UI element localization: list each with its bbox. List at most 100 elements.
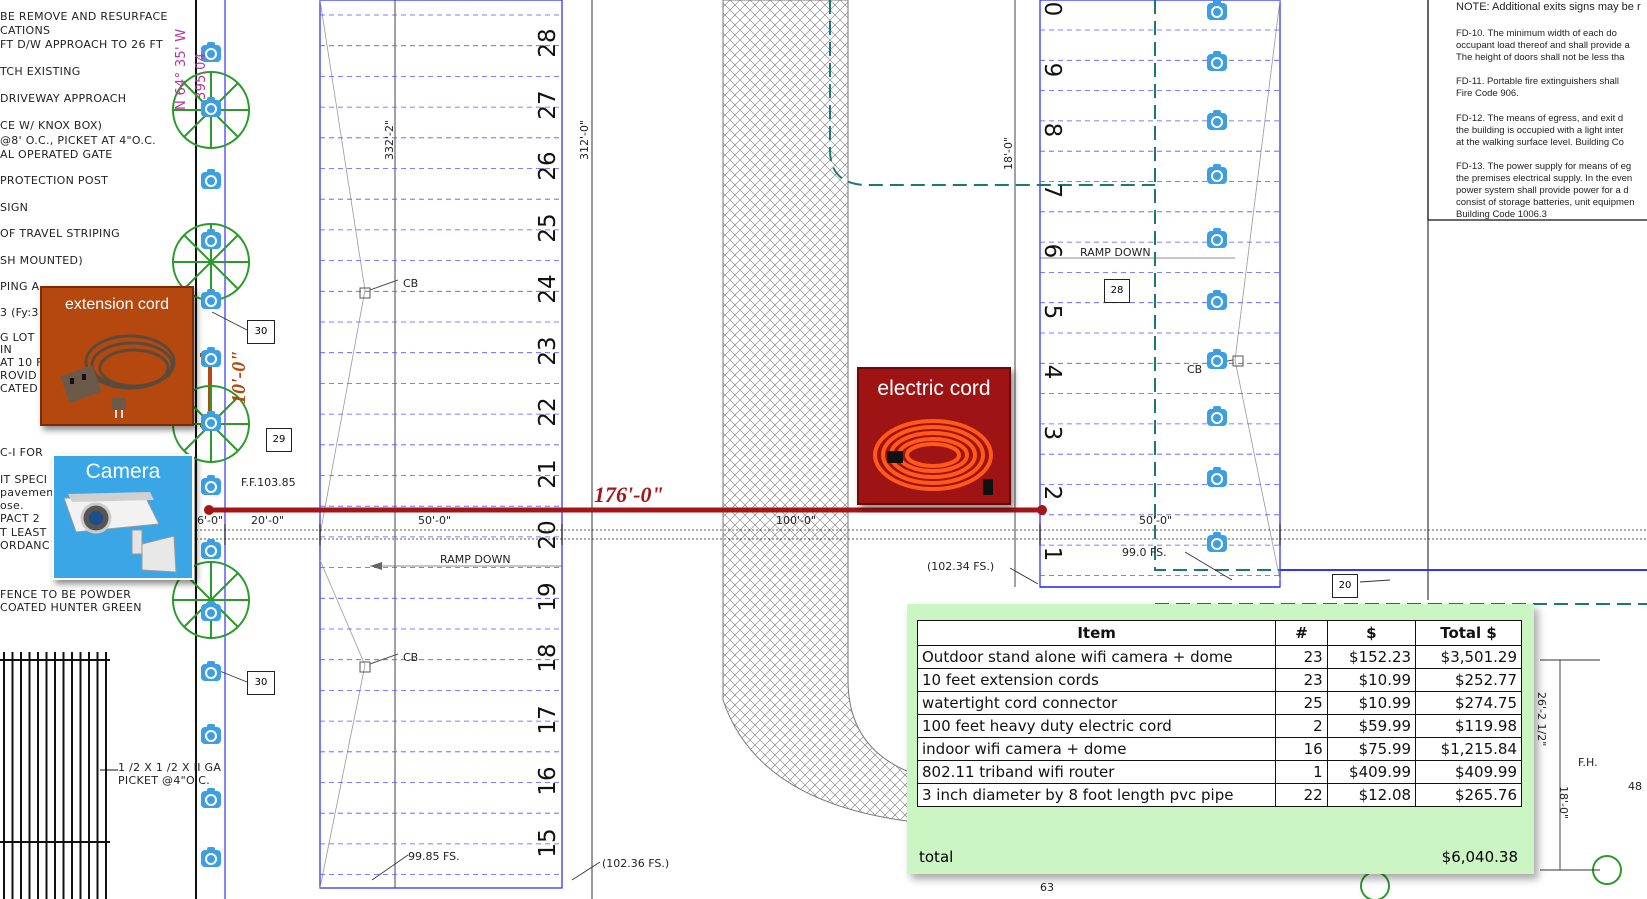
camera-marker-icon[interactable] (1207, 228, 1227, 248)
left-note: FT D/W APPROACH TO 26 FT (0, 38, 163, 51)
camera-marker-icon[interactable] (1207, 110, 1227, 130)
left-note: ORDANC (0, 539, 50, 552)
right-note: Building Code 1006.3 (1456, 209, 1547, 220)
camera-marker-icon[interactable] (1207, 406, 1227, 426)
left-note: OF TRAVEL STRIPING (0, 227, 120, 240)
stall-number-left: 27 (535, 89, 561, 120)
camera-marker-icon[interactable] (1207, 290, 1227, 310)
camera-marker-icon[interactable] (201, 97, 221, 117)
stall-number-right: 5 (1039, 304, 1065, 319)
bearing-distance: 395.04 (194, 52, 209, 100)
price-cell: $75.99 (1326, 737, 1417, 761)
cost-table-header: Item # $ Total $ (916, 620, 1522, 646)
camera-marker-icon[interactable] (1207, 467, 1227, 487)
camera-marker-icon[interactable] (201, 289, 221, 309)
stall-number-right: 2 (1039, 485, 1065, 501)
stall-number-left: 16 (535, 766, 561, 796)
fs-102-34: (102.34 FS.) (927, 560, 995, 573)
camera-marker-icon[interactable] (201, 539, 221, 559)
camera-marker-icon[interactable] (1207, 51, 1227, 71)
box-20: 20 (1332, 574, 1358, 598)
camera-marker-icon[interactable] (201, 601, 221, 621)
camera-title: Camera (85, 460, 161, 483)
item-cell: Outdoor stand alone wifi camera + dome (916, 645, 1277, 669)
dim-26: 26'-2 1/2" (1535, 692, 1548, 747)
cost-table: Item # $ Total $ Outdoor stand alone wif… (916, 620, 1522, 807)
stall-number-left: 22 (535, 397, 561, 427)
qty-cell: 23 (1275, 645, 1328, 669)
left-note: CE W/ KNOX BOX) (0, 119, 103, 132)
camera-marker-icon[interactable] (201, 724, 221, 744)
camera-marker-icon[interactable] (1207, 349, 1227, 369)
camera-marker-icon[interactable] (201, 229, 221, 249)
box-30a: 30 (247, 320, 275, 344)
camera-marker-icon[interactable] (1207, 0, 1227, 20)
qty-cell: 25 (1275, 691, 1328, 715)
camera-marker-icon[interactable] (201, 847, 221, 867)
tree-symbol (1360, 871, 1390, 899)
electric-cord-badge[interactable]: electric cord (857, 367, 1011, 505)
right-note: at the walking surface level. Building C… (1456, 137, 1624, 148)
fs-99-85: 99.85 FS. (408, 850, 460, 863)
left-note: IT SPECI (0, 473, 48, 486)
stall-number-left: 21 (535, 458, 561, 489)
dim-100: 100'-0" (776, 514, 817, 527)
stall-number-right: 0 (1039, 1, 1065, 17)
left-note: SIGN (0, 201, 29, 214)
camera-marker-icon[interactable] (201, 788, 221, 808)
camera-marker-icon[interactable] (1207, 532, 1227, 552)
box-30b: 30 (247, 671, 275, 695)
price-cell: $10.99 (1326, 691, 1417, 715)
fence-note-2: PICKET @4"O.C. (118, 774, 211, 787)
extension-cord-badge[interactable]: extension cord (40, 286, 194, 426)
num-63: 63 (1040, 881, 1054, 894)
left-note: COATED HUNTER GREEN (0, 601, 142, 614)
teal-dashed-outline (829, 0, 1647, 571)
stall-number-right: 7 (1039, 183, 1065, 198)
parking-column-left (319, 0, 563, 889)
camera-marker-icon[interactable] (201, 411, 221, 431)
stall-number-right: 8 (1039, 122, 1065, 138)
camera-marker-icon[interactable] (1207, 164, 1227, 184)
price-cell: $409.99 (1326, 760, 1417, 784)
price-cell: $59.99 (1326, 714, 1417, 738)
dim-20: 20'-0" (251, 514, 285, 527)
right-note: The height of doors shall not be less th… (1456, 52, 1625, 63)
total-cell: $252.77 (1415, 668, 1522, 692)
stall-number-left: 25 (535, 212, 561, 243)
total-cell: $274.75 (1415, 691, 1522, 715)
col-qty: # (1275, 620, 1328, 646)
camera-marker-icon[interactable] (201, 347, 221, 367)
col-total: Total $ (1415, 620, 1522, 646)
stall-number-right: 6 (1039, 243, 1065, 259)
cost-table-row: 3 inch diameter by 8 foot length pvc pip… (916, 783, 1522, 807)
stall-number-left: 15 (535, 827, 561, 858)
camera-marker-icon[interactable] (201, 475, 221, 495)
camera-marker-icon[interactable] (201, 42, 221, 62)
right-note: consist of storage batteries, unit equip… (1456, 197, 1635, 208)
ff-label: F.F.103.85 (241, 476, 296, 489)
left-note: PACT 2 (0, 512, 40, 525)
camera-marker-icon[interactable] (201, 661, 221, 681)
right-note: occupant load thereof and shall provide … (1456, 40, 1630, 51)
col-item: Item (916, 620, 1277, 646)
left-note: T LEAST (0, 526, 47, 539)
stall-number-left: 20 (535, 520, 561, 550)
right-note: FD-10. The minimum width of each do (1456, 28, 1617, 39)
left-note: SH MOUNTED) (0, 254, 83, 267)
stall-number-left: 19 (535, 581, 561, 612)
camera-marker-icon[interactable] (201, 169, 221, 189)
right-note: NOTE: Additional exits signs may be r (1456, 1, 1641, 13)
total-cell: $119.98 (1415, 714, 1522, 738)
camera-badge[interactable]: Camera (52, 454, 194, 580)
bearing-label: N 64° 35' W (174, 28, 189, 110)
item-cell: indoor wifi camera + dome (916, 737, 1277, 761)
left-note: @8' O.C., PICKET AT 4"O.C. (0, 134, 156, 147)
stall-number-left: 17 (535, 704, 561, 735)
dim-18b: 18'-0" (1557, 786, 1570, 820)
